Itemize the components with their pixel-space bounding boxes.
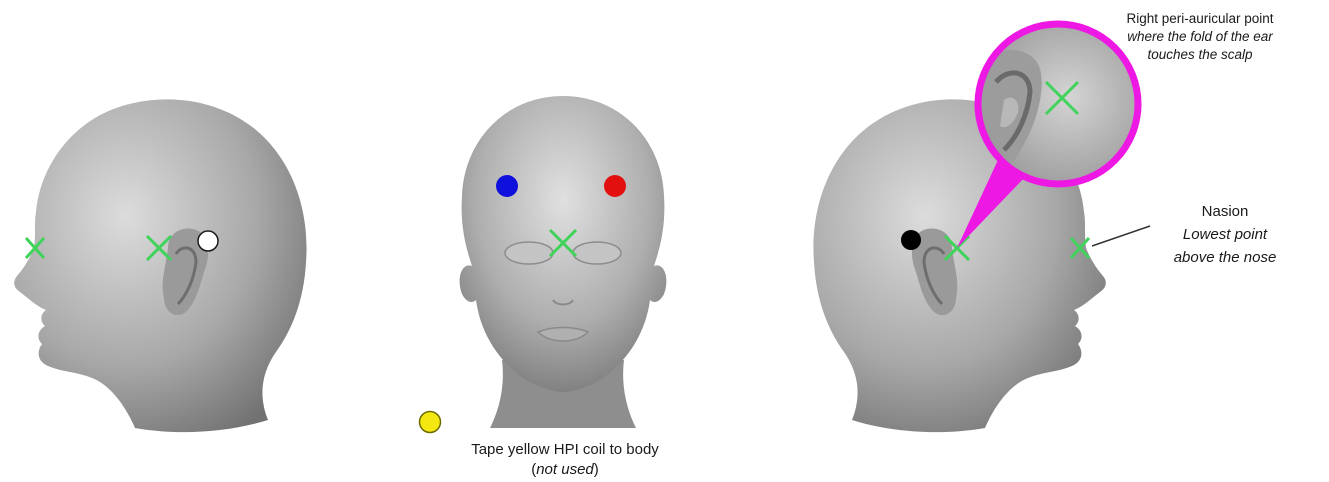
hpi-coil-annotation: Tape yellow HPI coil to body (not used) xyxy=(420,440,710,480)
peri-auricular-desc-line2: touches the scalp xyxy=(1080,46,1320,64)
peri-auricular-title: Right peri-auricular point xyxy=(1080,10,1320,28)
coil-dot-icon xyxy=(198,231,218,251)
hpi-not-used: not used xyxy=(536,461,594,478)
head-front-view-icon xyxy=(460,96,667,428)
coil-dot-icon xyxy=(604,175,626,197)
coil-dot-icon xyxy=(901,230,921,250)
coil-dot-icon xyxy=(496,175,518,197)
hpi-coil-note: (not used) xyxy=(420,460,710,480)
hpi-paren-close: ) xyxy=(594,461,599,478)
hpi-coil-instruction: Tape yellow HPI coil to body xyxy=(420,440,710,460)
peri-auricular-annotation: Right peri-auricular point where the fol… xyxy=(1080,10,1320,64)
head-left-profile-icon xyxy=(14,99,306,432)
coil-dot-icon xyxy=(420,412,441,433)
nasion-leader-line xyxy=(1092,226,1150,246)
nasion-annotation: Nasion Lowest point above the nose xyxy=(1150,200,1300,269)
nasion-desc-line1: Lowest point xyxy=(1150,223,1300,246)
nasion-desc-line2: above the nose xyxy=(1150,246,1300,269)
peri-auricular-desc-line1: where the fold of the ear xyxy=(1080,28,1320,46)
nasion-title: Nasion xyxy=(1150,200,1300,223)
